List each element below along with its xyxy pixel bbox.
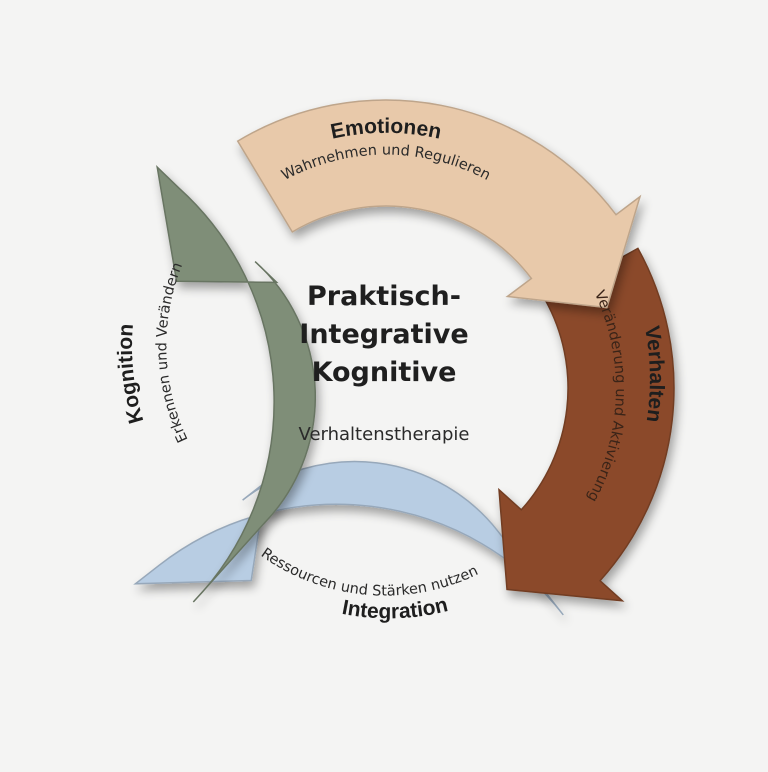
center-title-line-2: Integrative — [299, 319, 469, 350]
segment-subtitle-integration: Ressourcen und Stärken nutzen — [258, 545, 481, 599]
arrow-kognition — [156, 164, 316, 603]
center-subtitle: Verhaltenstherapie — [298, 424, 470, 445]
center-title: Praktisch- Integrative Kognitive — [234, 278, 534, 392]
segment-subtitle-kognition: Erkennen und Verändern — [154, 260, 191, 444]
center-title-line-1: Praktisch- — [307, 281, 461, 312]
arrow-integration — [133, 460, 564, 616]
center-title-line-3: Kognitive — [311, 357, 457, 388]
arrow-emotionen — [236, 99, 642, 309]
segment-title-kognition: Kognition — [114, 323, 148, 426]
arrow-verhalten — [498, 247, 675, 602]
